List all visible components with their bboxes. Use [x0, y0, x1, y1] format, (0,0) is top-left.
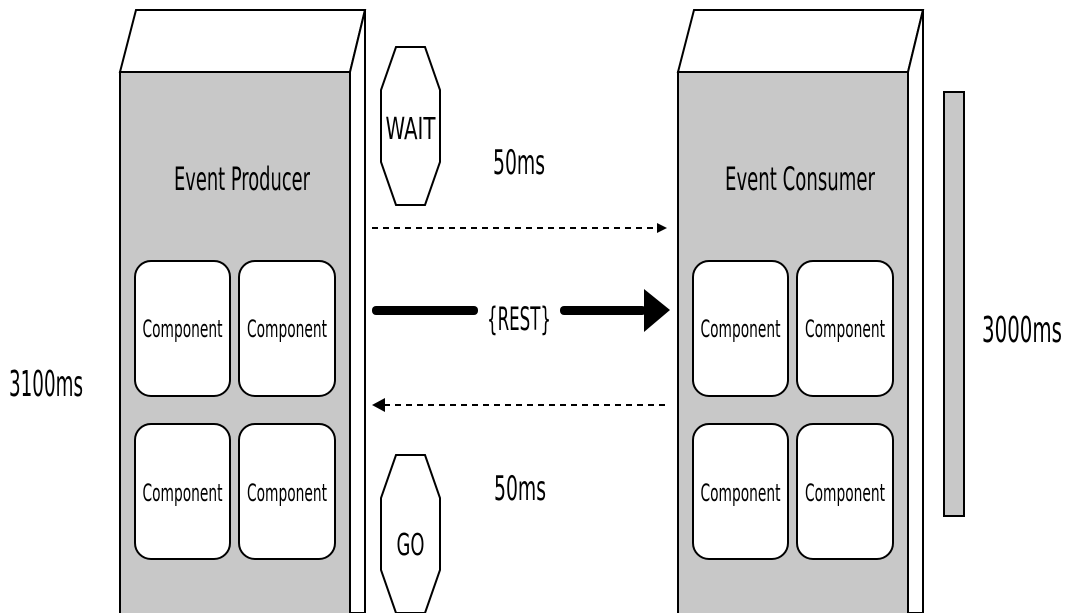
consumer-component-1-label: Component — [701, 315, 781, 343]
producer-component-2-label: Component — [247, 315, 327, 343]
consumer-component-4-label: Component — [805, 479, 885, 507]
producer-box-side — [349, 9, 366, 613]
consumer-component-2-label: Component — [805, 315, 885, 343]
consumer-component-3 — [692, 423, 789, 560]
consumer-box-top — [676, 9, 925, 73]
event-producer-box: Event Producer Component Component Compo… — [118, 9, 367, 613]
go-octagon-shape — [380, 454, 441, 613]
consumer-component-4 — [796, 423, 894, 560]
producer-component-2 — [238, 260, 336, 397]
producer-component-4 — [238, 423, 336, 560]
consumer-component-1 — [692, 260, 789, 397]
rest-arrow-shaft-left — [372, 306, 478, 315]
rest-arrow: {REST} — [372, 289, 670, 338]
producer-total-time-label: 3100ms — [9, 364, 83, 405]
consumer-box-side — [907, 9, 924, 613]
consumer-processing-time-bar — [943, 91, 965, 517]
producer-title: Event Producer — [174, 160, 310, 198]
rest-protocol-label: {REST} — [487, 300, 551, 338]
producer-component-3 — [134, 423, 231, 560]
wait-label: WAIT — [386, 112, 436, 147]
consumer-component-2 — [796, 260, 894, 397]
request-latency-label: 50ms — [493, 143, 545, 183]
producer-component-3-label: Component — [143, 479, 223, 507]
consumer-title: Event Consumer — [725, 160, 875, 198]
response-latency-label: 50ms — [494, 469, 546, 509]
response-arrowhead — [372, 398, 385, 412]
consumer-processing-time-label: 3000ms — [982, 310, 1062, 351]
producer-box-top — [118, 9, 367, 73]
go-label: GO — [397, 528, 425, 563]
go-sign: GO — [380, 454, 441, 613]
wait-sign: WAIT — [380, 46, 441, 206]
producer-component-1 — [134, 260, 231, 397]
producer-component-4-label: Component — [247, 479, 327, 507]
consumer-component-3-label: Component — [701, 479, 781, 507]
wait-octagon-shape — [380, 46, 441, 206]
rest-arrowhead — [644, 289, 670, 332]
rest-arrow-shaft-right — [560, 306, 646, 315]
producer-component-1-label: Component — [143, 315, 223, 343]
event-consumer-box: Event Consumer Component Component Compo… — [676, 9, 925, 613]
